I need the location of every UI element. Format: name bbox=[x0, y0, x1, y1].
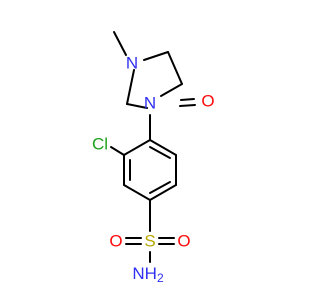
bond-carbonyl-2 bbox=[179, 104, 196, 107]
atom-o-sulfonyl-right: O bbox=[177, 232, 190, 251]
atom-cl: Cl bbox=[92, 135, 108, 154]
atom-o-sulfonyl-left: O bbox=[109, 232, 122, 251]
bond-ring-c4-c5 bbox=[167, 51, 183, 85]
bond-ring-n1-ch2 bbox=[126, 69, 135, 105]
atom-n-methyl: N bbox=[126, 54, 138, 73]
atom-nh2: NH2 bbox=[132, 264, 164, 286]
atom-labels: N N O Cl S O O NH2 bbox=[92, 54, 215, 286]
atom-o-carbonyl: O bbox=[201, 92, 214, 111]
bond-ar-4 bbox=[123, 184, 151, 201]
structure-canvas: N N O Cl S O O NH2 bbox=[92, 31, 215, 286]
bond-ring-c5-n1 bbox=[143, 51, 169, 61]
molecule-diagram: N N O Cl S O O NH2 bbox=[92, 31, 215, 286]
bond-ar-1 bbox=[149, 139, 177, 156]
bond-carbonyl-1 bbox=[180, 98, 195, 101]
bond-ring-n3-c4 bbox=[160, 83, 183, 97]
atom-nh2-subscript: 2 bbox=[157, 271, 164, 285]
bond-ar-inner-1 bbox=[149, 146, 171, 159]
bond-ring-ch2-n3 bbox=[126, 103, 148, 109]
bond-cl bbox=[110, 146, 125, 156]
atom-nh2-main: NH bbox=[132, 264, 157, 283]
bond-ar-3 bbox=[149, 184, 177, 201]
atom-n-aryl: N bbox=[144, 94, 156, 113]
bond-ar-6 bbox=[123, 139, 151, 156]
bond-ar-inner-2 bbox=[149, 181, 171, 194]
bonds bbox=[110, 31, 196, 263]
atom-s: S bbox=[144, 232, 155, 251]
bond-methyl bbox=[113, 31, 127, 56]
